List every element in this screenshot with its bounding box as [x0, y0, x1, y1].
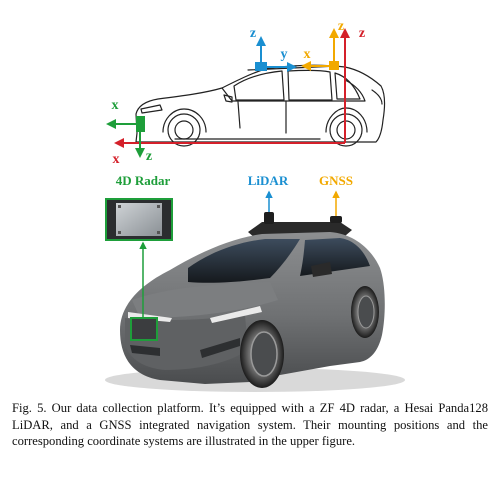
car-door-line — [237, 100, 287, 134]
windshield — [188, 239, 300, 283]
body-coordinate-frame: x z — [113, 26, 366, 167]
car-window-line — [221, 79, 366, 102]
car-front-wheel-arch — [162, 108, 207, 133]
car-window-front — [233, 70, 285, 101]
radar-inset-bolt-1 — [118, 205, 121, 208]
lidar-marker — [255, 62, 267, 71]
radar-coordinate-frame: x z — [106, 98, 152, 164]
lidar-sensor — [264, 212, 274, 224]
gnss-coordinate-frame: z x — [301, 19, 344, 71]
lidar-coordinate-frame: z y — [250, 26, 297, 72]
car-window-rear — [334, 72, 361, 100]
red-x-axis-label: x — [113, 152, 120, 167]
car-front-wheel — [167, 113, 201, 147]
front-rim — [250, 331, 278, 377]
car-taillight — [371, 89, 383, 105]
car-front-hub — [174, 120, 194, 140]
radar-label: 4D Radar — [116, 173, 171, 188]
car-mirror — [223, 94, 233, 103]
radar-inset-device — [116, 203, 162, 236]
gnss-label: GNSS — [319, 173, 353, 188]
radar-inset-bolt-2 — [157, 205, 160, 208]
car-outline — [135, 64, 386, 143]
car-rear-wheel-arch — [325, 107, 368, 133]
right-headlight — [210, 306, 262, 323]
radar-z-label: z — [146, 149, 152, 164]
radar-marker — [136, 116, 145, 132]
radar-inset-bolt-4 — [157, 231, 160, 234]
gnss-antenna — [330, 216, 342, 223]
gnss-x-label: x — [304, 47, 311, 62]
gnss-marker — [329, 61, 339, 70]
side-view-drawing — [135, 64, 386, 147]
radar-inset — [105, 198, 173, 241]
side-mirror — [311, 262, 332, 277]
radar-inset-bolt-3 — [118, 231, 121, 234]
car-headlight — [140, 104, 163, 114]
lidar-label: LiDAR — [248, 173, 289, 188]
lidar-y-label: y — [281, 47, 288, 62]
hood — [132, 282, 278, 318]
car-photo — [105, 212, 405, 392]
gnss-z-label: z — [338, 19, 344, 34]
rear-rim — [357, 295, 375, 329]
car-window-mid — [287, 69, 333, 101]
lower-intake-right — [200, 338, 240, 358]
lower-intake-left — [130, 345, 160, 356]
red-z-axis-label: z — [359, 26, 365, 41]
radar-on-bumper — [130, 317, 158, 341]
figure-caption: Fig. 5. Our data collection platform. It… — [12, 401, 488, 448]
lidar-z-label: z — [250, 26, 256, 41]
radar-x-label: x — [112, 98, 119, 113]
